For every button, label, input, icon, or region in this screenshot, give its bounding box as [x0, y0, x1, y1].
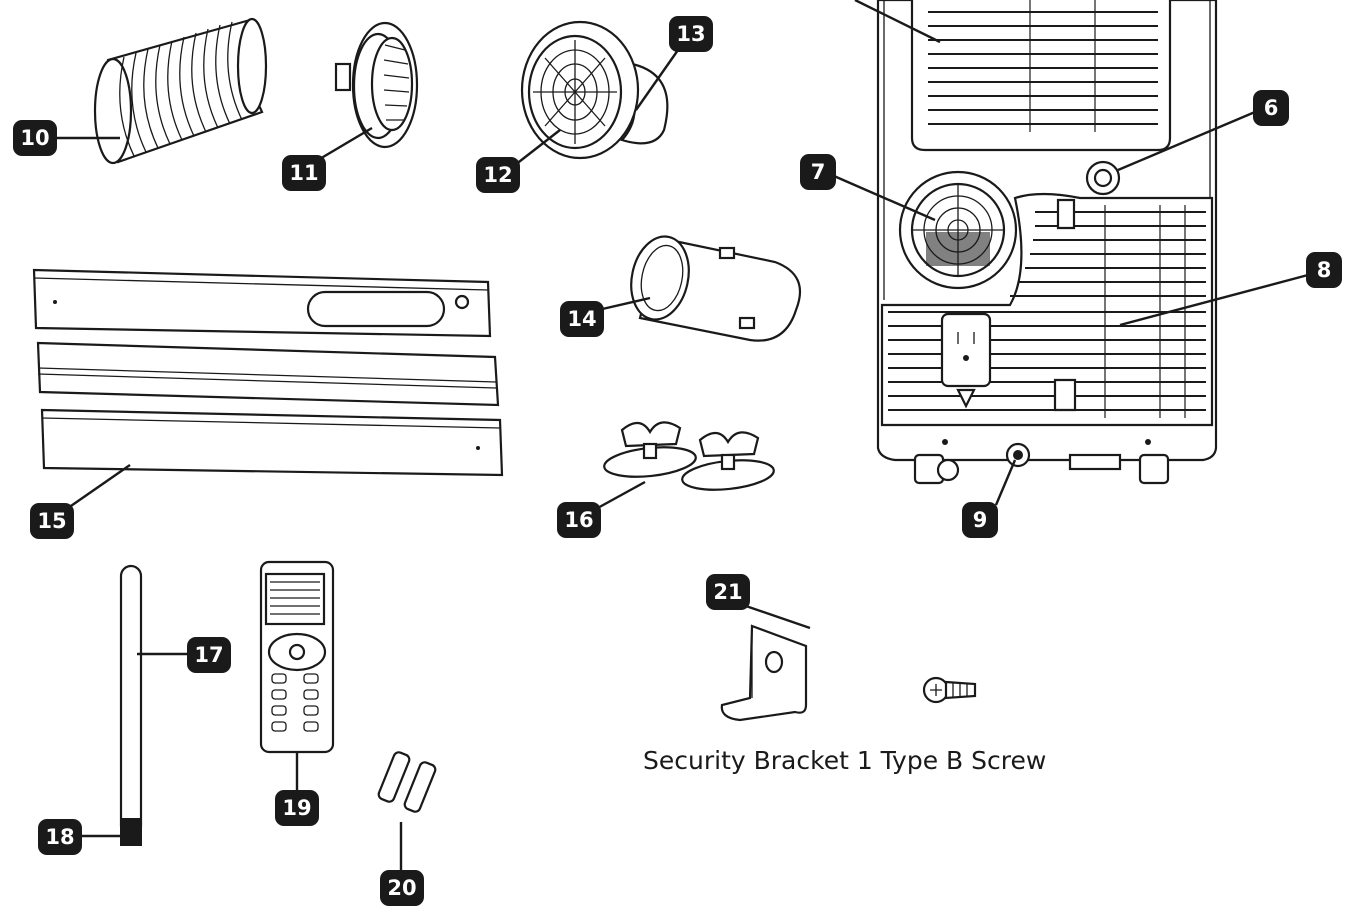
- callout-13-label: 13: [676, 22, 705, 46]
- leader-lines: [52, 0, 1309, 870]
- type-b-screw-part: [922, 676, 977, 704]
- security-bracket-part: [720, 624, 808, 722]
- callout-11: 11: [282, 155, 326, 191]
- air-conditioner-unit: [876, 0, 1218, 485]
- callout-17-label: 17: [194, 643, 223, 667]
- callout-19-label: 19: [282, 796, 311, 820]
- callout-13: 13: [669, 16, 713, 52]
- callout-14-label: 14: [567, 307, 596, 331]
- callout-17: 17: [187, 637, 231, 673]
- callout-15-label: 15: [37, 509, 66, 533]
- callout-6: 6: [1253, 90, 1289, 126]
- callout-9: 9: [962, 502, 998, 538]
- callout-20: 20: [380, 870, 424, 906]
- callout-16-label: 16: [564, 508, 593, 532]
- callout-16: 16: [557, 502, 601, 538]
- remote-control-part: [259, 560, 335, 754]
- exhaust-outlet-part: [520, 20, 669, 160]
- callout-21-label: 21: [713, 580, 742, 604]
- batteries-part: [377, 751, 437, 813]
- callout-18: 18: [38, 819, 82, 855]
- drain-pipe-part: [119, 564, 143, 846]
- callout-8-label: 8: [1317, 258, 1332, 282]
- callout-9-label: 9: [973, 508, 988, 532]
- callout-12: 12: [476, 157, 520, 193]
- exhaust-hose-part: [93, 17, 268, 165]
- callout-6-label: 6: [1264, 96, 1279, 120]
- callout-8: 8: [1306, 252, 1342, 288]
- callout-20-label: 20: [387, 876, 416, 900]
- parts-caption: Security Bracket 1 Type B Screw: [643, 746, 1046, 775]
- callout-7-label: 7: [811, 160, 826, 184]
- callout-19: 19: [275, 790, 319, 826]
- callout-10: 10: [13, 120, 57, 156]
- callout-14: 14: [560, 301, 604, 337]
- callout-15: 15: [30, 503, 74, 539]
- callout-10-label: 10: [20, 126, 49, 150]
- oval-connector-part: [630, 235, 801, 342]
- callout-11-label: 11: [289, 161, 318, 185]
- callout-21: 21: [706, 574, 750, 610]
- callout-12-label: 12: [483, 163, 512, 187]
- wing-nut-clips-part: [603, 421, 775, 491]
- callout-7: 7: [800, 154, 836, 190]
- window-adapter-part: [334, 21, 419, 149]
- callout-18-label: 18: [45, 825, 74, 849]
- window-slider-panels-part: [32, 268, 504, 477]
